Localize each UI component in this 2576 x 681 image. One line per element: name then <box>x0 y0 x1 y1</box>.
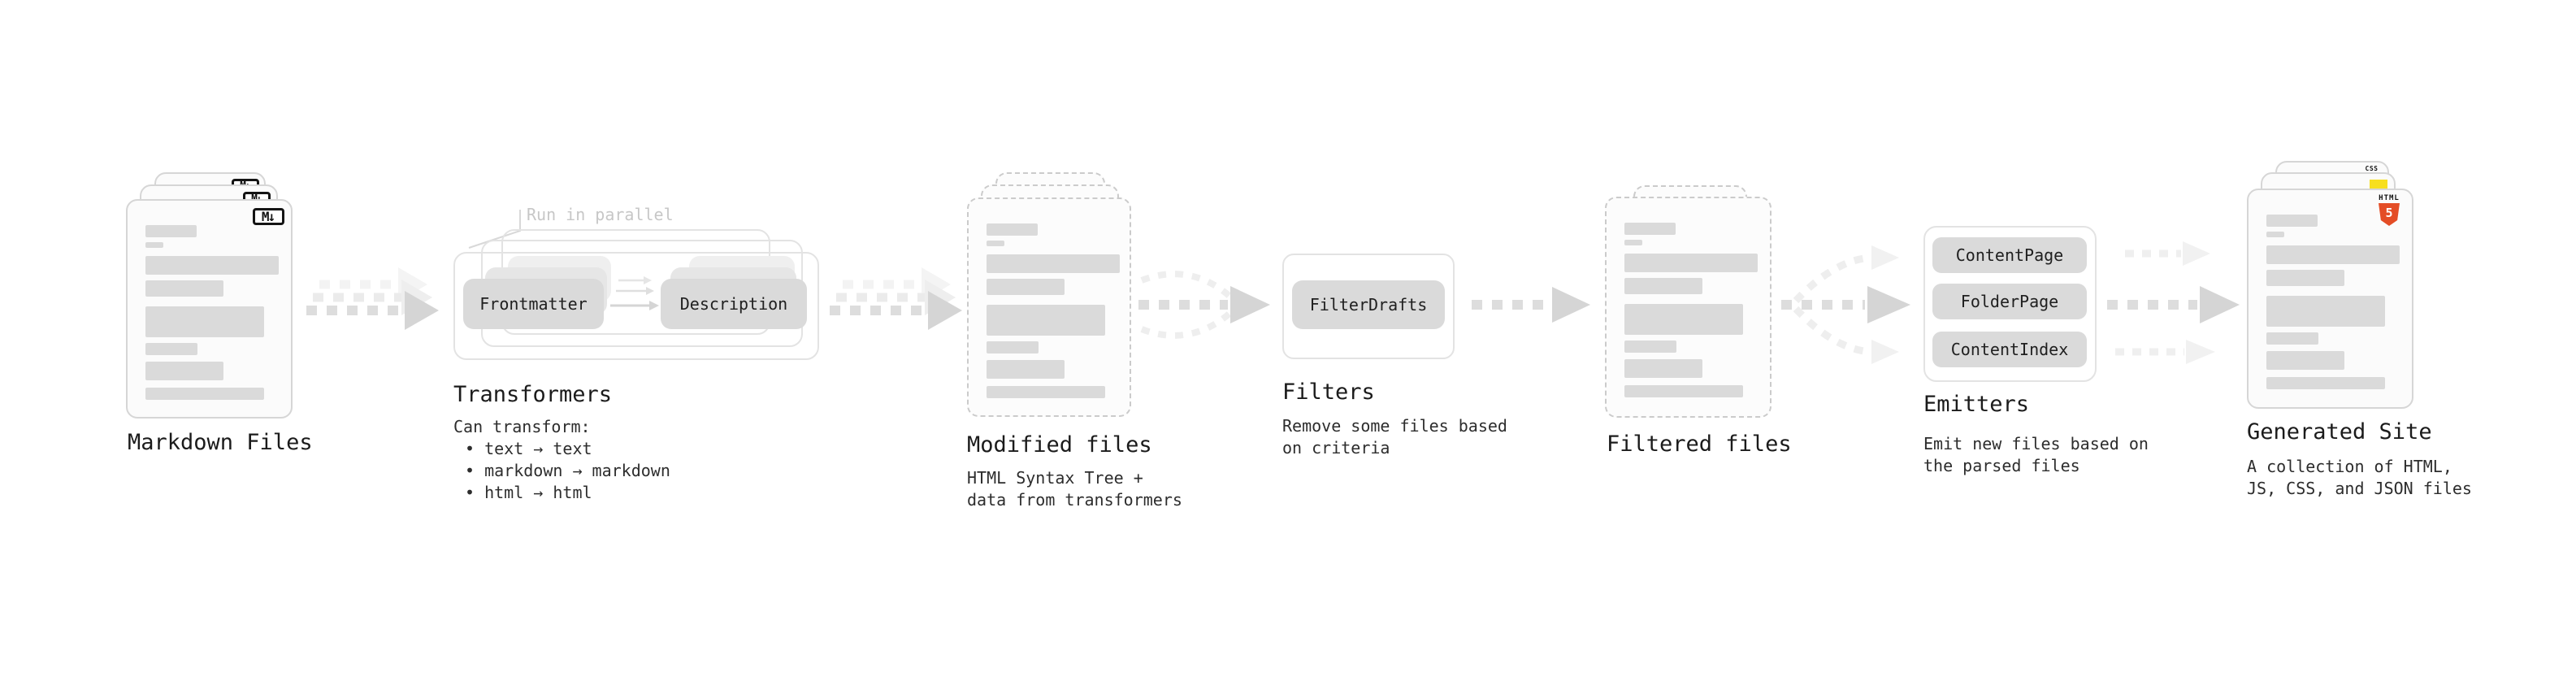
markdown-icon: M↓ <box>253 208 284 225</box>
markdown-files-label: Markdown Files <box>128 430 313 455</box>
text-line <box>987 341 1039 354</box>
emitters-caption: Emit new files based on the parsed files <box>1923 434 2149 475</box>
frontmatter-chip: Frontmatter <box>463 279 604 329</box>
modified-files-caption: HTML Syntax Tree + data from transformer… <box>967 468 1182 510</box>
contentpage-chip: ContentPage <box>1932 237 2087 273</box>
transformers-bullet-list: • text → text • markdown → markdown • ht… <box>453 438 670 504</box>
text-line <box>2266 332 2318 345</box>
text-line <box>2266 232 2284 237</box>
text-line <box>1624 223 1676 235</box>
folderpage-chip: FolderPage <box>1932 284 2087 319</box>
filtered-files-label: Filtered files <box>1607 432 1792 457</box>
contentindex-chip: ContentIndex <box>1932 332 2087 367</box>
text-line <box>145 280 223 297</box>
filters-caption: Remove some files based on criteria <box>1282 416 1507 458</box>
text-line <box>145 343 197 355</box>
text-line <box>987 360 1065 379</box>
filters-label: Filters <box>1282 380 1375 405</box>
text-line <box>1624 240 1642 245</box>
filtered-file-front <box>1605 197 1772 418</box>
text-line <box>1624 278 1702 294</box>
text-line <box>145 388 264 400</box>
text-line <box>2266 296 2385 327</box>
text-line <box>987 305 1105 336</box>
text-line <box>987 386 1105 398</box>
fanout-arrow-icon <box>1781 245 1910 364</box>
arrow-right-icon <box>1472 287 1590 323</box>
text-line <box>987 223 1038 236</box>
transformer-frame-front <box>453 252 819 360</box>
text-line <box>145 256 279 275</box>
text-line <box>2266 351 2344 370</box>
js-icon <box>2370 180 2387 189</box>
text-line <box>987 254 1120 273</box>
arrow-right-icon <box>830 267 962 330</box>
arrow-right-icon <box>306 267 439 330</box>
markdown-file-front: M↓ <box>126 199 293 419</box>
bullet-item: • markdown → markdown <box>465 461 670 480</box>
text-line <box>1624 254 1758 272</box>
generated-file-html: HTML 5 <box>2247 189 2413 409</box>
emitters-label: Emitters <box>1923 392 2030 417</box>
modified-file-front <box>967 197 1131 417</box>
text-line <box>1624 340 1676 353</box>
text-line <box>2266 245 2400 264</box>
text-line <box>1624 359 1702 378</box>
generated-site-label: Generated Site <box>2247 419 2432 445</box>
text-line <box>2266 215 2318 227</box>
css-icon-text: CSS <box>2365 165 2379 172</box>
html5-icon: HTML 5 <box>2376 194 2402 226</box>
merge-arrow-icon <box>1138 271 1270 339</box>
bullet-item: • text → text <box>465 439 592 458</box>
text-line <box>145 306 264 337</box>
text-line <box>2266 377 2385 389</box>
transformers-label: Transformers <box>453 382 613 407</box>
triple-arrow-icon <box>2107 241 2240 364</box>
bullet-item: • html → html <box>465 483 592 502</box>
html5-icon-text: HTML <box>2379 194 2400 202</box>
transformers-caption: Can transform: <box>453 417 591 436</box>
text-line <box>145 362 223 380</box>
text-line <box>2266 270 2344 286</box>
description-chip: Description <box>661 279 807 329</box>
modified-files-label: Modified files <box>967 432 1152 458</box>
text-line <box>987 279 1065 295</box>
html5-icon-shield: 5 <box>2379 203 2400 226</box>
run-in-parallel-note: Run in parallel <box>527 205 674 224</box>
generated-site-caption: A collection of HTML, JS, CSS, and JSON … <box>2247 457 2472 498</box>
filterdrafts-chip: FilterDrafts <box>1292 280 1445 329</box>
text-line <box>1624 304 1743 335</box>
parallel-arrows-icon <box>610 276 659 310</box>
text-line <box>1624 385 1743 397</box>
text-line <box>145 242 163 248</box>
text-line <box>987 241 1004 246</box>
text-line <box>145 225 197 237</box>
